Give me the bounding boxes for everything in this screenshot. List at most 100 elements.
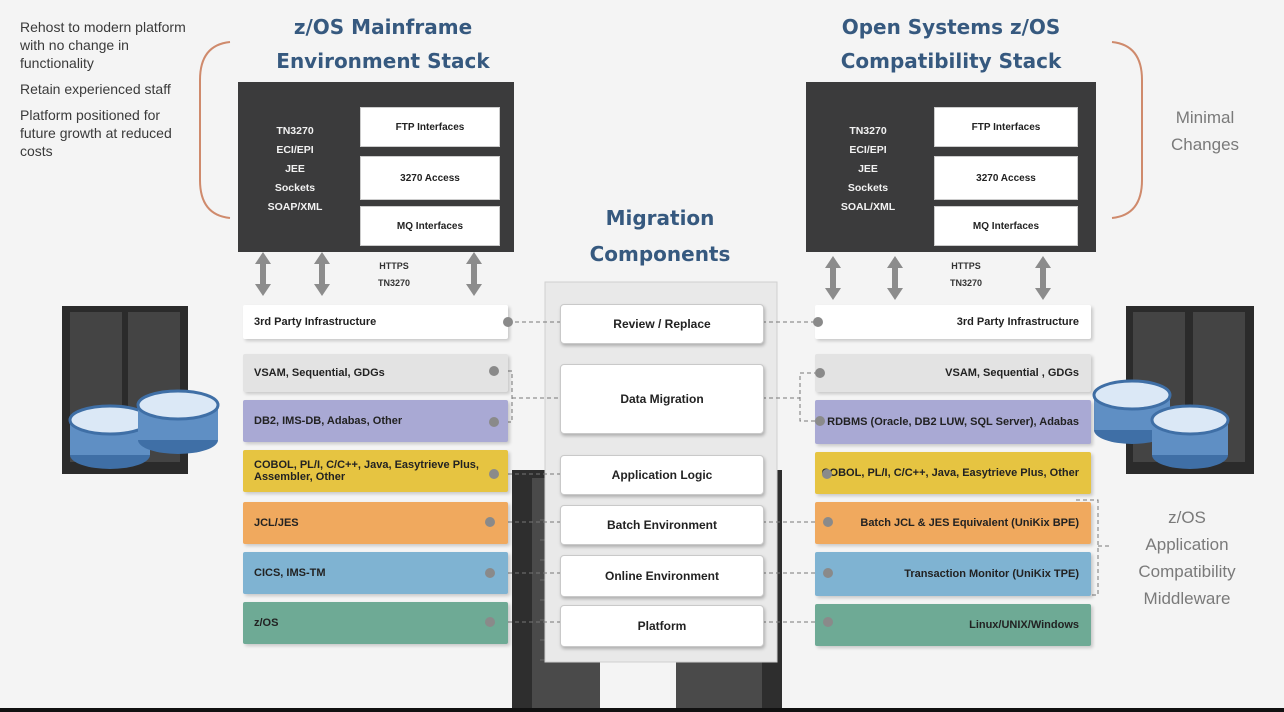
right-link-labels: HTTPS TN3270 (936, 258, 996, 292)
left-stack-title: z/OS Mainframe Environment Stack (238, 10, 528, 78)
layer-label: 3rd Party Infrastructure (254, 316, 377, 328)
connector-dot (823, 568, 833, 578)
connector-dot (823, 517, 833, 527)
left-link-labels: HTTPS TN3270 (364, 258, 424, 292)
migration-batch-environment: Batch Environment (560, 505, 764, 545)
left-server-image (62, 306, 220, 474)
right-layer-vsam: VSAM, Sequential , GDGs (815, 354, 1091, 392)
left-layer-db2: DB2, IMS-DB, Adabas, Other (243, 400, 508, 442)
right-layer-transaction-monitor: Transaction Monitor (UniKix TPE) (815, 552, 1091, 596)
layer-label: CICS, IMS-TM (254, 567, 326, 579)
protocol-item: TN3270 (276, 125, 314, 137)
connector-dot (813, 317, 823, 327)
protocol-item: ECI/EPI (849, 144, 887, 156)
left-dark-box: TN3270 ECI/EPI JEE Sockets SOAP/XML FTP … (238, 82, 514, 252)
left-layer-zos: z/OS (243, 602, 508, 644)
migration-review-replace: Review / Replace (560, 304, 764, 344)
right-ftp-interfaces: FTP Interfaces (934, 107, 1078, 147)
note-future-growth: Platform positioned for future growth at… (20, 107, 172, 159)
right-layer-batch-jcl: Batch JCL & JES Equivalent (UniKix BPE) (815, 502, 1091, 544)
connector-dot (489, 469, 499, 479)
right-mq-interfaces: MQ Interfaces (934, 206, 1078, 246)
right-3270-access: 3270 Access (934, 156, 1078, 200)
left-protocols: TN3270 ECI/EPI JEE Sockets SOAP/XML (250, 122, 340, 217)
left-layer-jcl: JCL/JES (243, 502, 508, 544)
left-ftp-interfaces: FTP Interfaces (360, 107, 500, 147)
middleware-line1: z/OS (1168, 508, 1206, 527)
migration-data-migration: Data Migration (560, 364, 764, 434)
migration-title: Migration Components (560, 200, 760, 272)
minimal-changes-line2: Changes (1170, 135, 1240, 154)
layer-label: COBOL, PL/I, C/C++, Java, Easytrieve Plu… (821, 467, 1079, 479)
layer-label: VSAM, Sequential, GDGs (254, 367, 385, 379)
link-label-tn3270: TN3270 (949, 278, 983, 288)
layer-label: DB2, IMS-DB, Adabas, Other (254, 415, 403, 427)
protocol-item: JEE (858, 163, 878, 175)
left-title-line1: z/OS Mainframe (293, 15, 473, 39)
protocol-item: Sockets (847, 182, 889, 194)
layer-label: z/OS (254, 617, 279, 629)
protocol-item: JEE (285, 163, 305, 175)
protocol-item: Sockets (274, 182, 316, 194)
migration-platform: Platform (560, 605, 764, 647)
protocol-item: SOAL/XML (840, 201, 896, 213)
connector-dot (815, 416, 825, 426)
migration-title-line1: Migration (605, 206, 715, 230)
migration-application-logic: Application Logic (560, 455, 764, 495)
link-label-tn3270: TN3270 (377, 278, 411, 288)
right-bracket (1111, 41, 1143, 219)
connector-dot (489, 417, 499, 427)
left-layer-3rd-party: 3rd Party Infrastructure (243, 305, 508, 339)
minimal-changes-line1: Minimal (1175, 108, 1235, 127)
left-title-line2: Environment Stack (276, 49, 490, 73)
layer-label: 3rd Party Infrastructure (956, 316, 1079, 328)
layer-label: JCL/JES (254, 517, 299, 529)
right-layer-3rd-party: 3rd Party Infrastructure (815, 305, 1091, 339)
layer-label: Transaction Monitor (UniKix TPE) (904, 568, 1079, 580)
protocol-item: SOAP/XML (267, 201, 323, 213)
right-dark-box: TN3270 ECI/EPI JEE Sockets SOAL/XML FTP … (806, 82, 1096, 252)
left-arrows (255, 252, 482, 296)
right-title-line2: Compatibility Stack (840, 49, 1062, 73)
connector-dot (485, 617, 495, 627)
middleware-label: z/OS Application Compatibility Middlewar… (1112, 504, 1262, 612)
right-server-image (1092, 306, 1254, 474)
right-layer-os: Linux/UNIX/Windows (815, 604, 1091, 646)
minimal-changes-label: Minimal Changes (1150, 104, 1260, 158)
connector-dot (822, 469, 832, 479)
layer-label: Batch JCL & JES Equivalent (UniKix BPE) (860, 517, 1079, 529)
note-rehost: Rehost to modern platform with no change… (20, 19, 186, 71)
right-arrows (825, 256, 1051, 300)
middleware-line3: Compatibility (1138, 562, 1236, 581)
right-stack-title: Open Systems z/OS Compatibility Stack (806, 10, 1096, 78)
left-layer-vsam: VSAM, Sequential, GDGs (243, 354, 508, 392)
connector-dot (485, 517, 495, 527)
link-label-https: HTTPS (951, 261, 981, 271)
layer-label: Linux/UNIX/Windows (969, 619, 1079, 631)
connector-dot (815, 368, 825, 378)
layer-label: COBOL, PL/I, C/C++, Java, Easytrieve Plu… (254, 459, 479, 483)
connector-dot (823, 617, 833, 627)
protocol-item: ECI/EPI (276, 144, 314, 156)
left-mq-interfaces: MQ Interfaces (360, 206, 500, 246)
layer-label: VSAM, Sequential , GDGs (945, 367, 1079, 379)
migration-online-environment: Online Environment (560, 555, 764, 597)
link-label-https: HTTPS (379, 261, 409, 271)
right-protocols: TN3270 ECI/EPI JEE Sockets SOAL/XML (820, 122, 916, 217)
connector-dot (485, 568, 495, 578)
left-bracket (199, 41, 231, 219)
note-retain-staff: Retain experienced staff (20, 81, 171, 97)
layer-label: RDBMS (Oracle, DB2 LUW, SQL Server), Ada… (827, 416, 1079, 428)
right-layer-rdbms: RDBMS (Oracle, DB2 LUW, SQL Server), Ada… (815, 400, 1091, 444)
right-title-line1: Open Systems z/OS (841, 15, 1061, 39)
middleware-line4: Middleware (1143, 589, 1231, 608)
right-layer-cobol: COBOL, PL/I, C/C++, Java, Easytrieve Plu… (815, 452, 1091, 494)
connector-dot (489, 366, 499, 376)
left-3270-access: 3270 Access (360, 156, 500, 200)
connector-dot (503, 317, 513, 327)
migration-title-line2: Components (589, 242, 731, 266)
left-layer-cobol: COBOL, PL/I, C/C++, Java, Easytrieve Plu… (243, 450, 508, 492)
middleware-line2: Application (1145, 535, 1229, 554)
protocol-item: TN3270 (849, 125, 887, 137)
left-notes: Rehost to modern platform with no change… (20, 18, 190, 168)
